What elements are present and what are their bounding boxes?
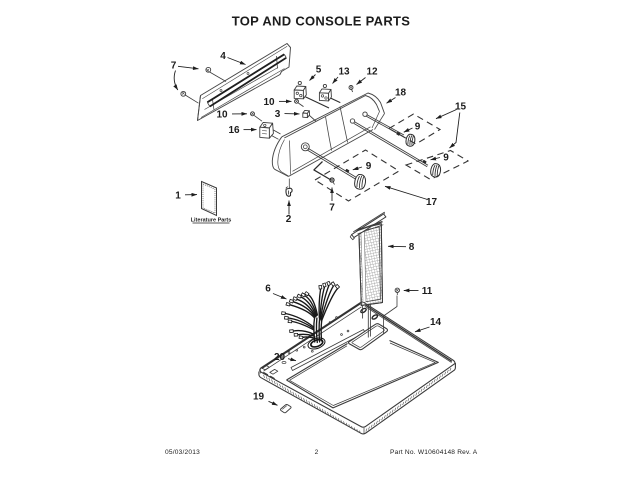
- svg-text:2: 2: [315, 449, 319, 456]
- svg-text:8: 8: [409, 242, 415, 253]
- svg-text:5: 5: [316, 65, 322, 76]
- svg-text:9: 9: [415, 122, 421, 133]
- svg-text:15: 15: [455, 102, 467, 113]
- svg-text:Part No. W10604148 Rev. A: Part No. W10604148 Rev. A: [390, 449, 478, 456]
- svg-text:12: 12: [366, 67, 378, 78]
- svg-text:19: 19: [253, 392, 265, 403]
- svg-text:16: 16: [228, 125, 240, 136]
- svg-text:3: 3: [275, 109, 281, 120]
- svg-text:13: 13: [338, 67, 350, 78]
- svg-text:TOP AND CONSOLE PARTS: TOP AND CONSOLE PARTS: [232, 14, 410, 29]
- svg-text:Literature Parts: Literature Parts: [191, 218, 232, 224]
- svg-text:4: 4: [220, 51, 226, 62]
- svg-text:10: 10: [216, 110, 228, 121]
- svg-text:05/03/2013: 05/03/2013: [165, 449, 200, 456]
- svg-text:7: 7: [329, 203, 335, 214]
- svg-text:9: 9: [366, 161, 372, 172]
- svg-text:17: 17: [426, 197, 438, 208]
- svg-text:7: 7: [171, 60, 177, 71]
- svg-text:20: 20: [274, 352, 286, 363]
- svg-text:9: 9: [443, 152, 449, 163]
- svg-text:14: 14: [430, 317, 442, 328]
- svg-text:1: 1: [175, 190, 181, 201]
- svg-text:2: 2: [286, 214, 292, 225]
- svg-text:10: 10: [263, 97, 275, 108]
- svg-text:6: 6: [265, 284, 271, 295]
- svg-text:11: 11: [422, 286, 433, 297]
- svg-text:18: 18: [395, 87, 407, 98]
